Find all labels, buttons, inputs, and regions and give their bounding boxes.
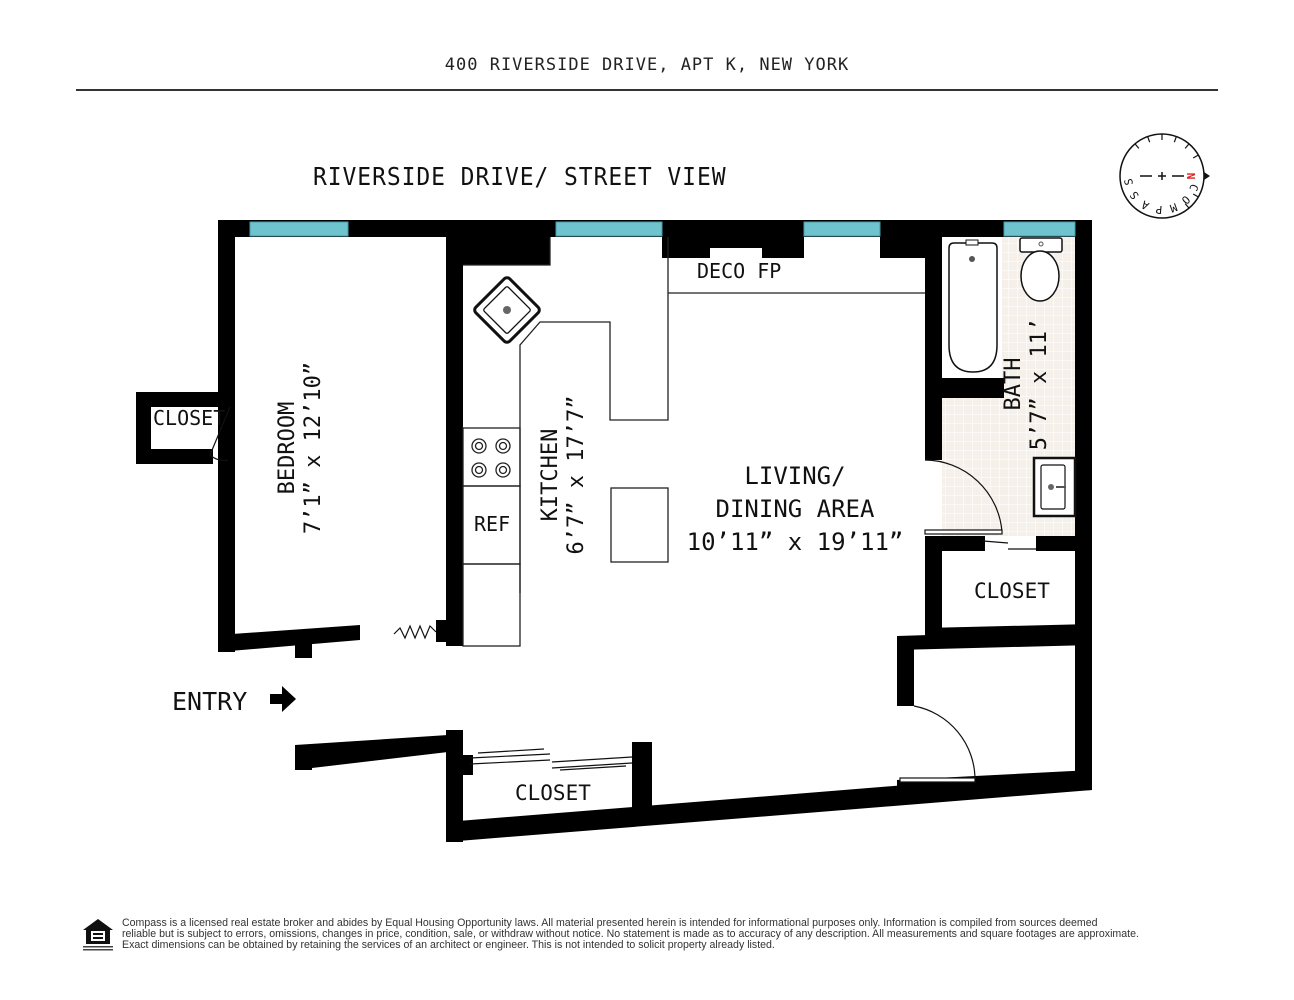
bedroom-closet-label: CLOSET xyxy=(153,406,226,430)
compass-icon: N S S A P M O C xyxy=(1119,133,1210,219)
living-name-line1: LIVING/ xyxy=(744,462,846,490)
bedroom-dims: 7’1” x 12’10” xyxy=(301,361,327,535)
stove-icon xyxy=(471,438,511,478)
disclaimer-line-1: Compass is a licensed real estate broker… xyxy=(122,917,1098,929)
bathtub-icon xyxy=(942,237,1002,378)
equal-housing-logo-icon xyxy=(83,919,113,951)
entry-closet-label: CLOSET xyxy=(515,781,591,805)
svg-text:N: N xyxy=(1184,173,1197,180)
refrigerator-label: REF xyxy=(474,512,511,536)
living-dining-label: LIVING/ DINING AREA 10’11” x 19’11” xyxy=(680,460,910,559)
svg-text:M: M xyxy=(1168,200,1179,215)
bedroom-name: BEDROOM xyxy=(275,401,300,495)
fireplace-label: DECO FP xyxy=(697,259,782,283)
header-divider xyxy=(76,89,1218,91)
svg-text:C: C xyxy=(1186,182,1200,193)
doors xyxy=(209,406,1036,783)
svg-text:S: S xyxy=(1122,177,1136,186)
living-name-line2: DINING AREA xyxy=(715,495,875,523)
kitchen-sink-icon xyxy=(473,276,541,344)
entry-arrow-icon xyxy=(270,686,296,712)
windows xyxy=(249,221,1076,237)
bedroom-label: BEDROOM 7’1” x 12’10” xyxy=(275,348,335,548)
living-dims: 10’11” x 19’11” xyxy=(686,528,904,556)
street-view-label: RIVERSIDE DRIVE/ STREET VIEW xyxy=(313,162,727,191)
bath-dims: 5’7” x 11’ xyxy=(1027,317,1053,451)
bath-sink-icon xyxy=(1032,456,1077,518)
hall-closet-label: CLOSET xyxy=(974,579,1050,603)
kitchen-name: KITCHEN xyxy=(538,428,563,522)
kitchen-label: KITCHEN 6’7” x 17’7” xyxy=(538,375,598,575)
disclaimer-line-2: reliable but is subject to errors, omiss… xyxy=(122,928,1139,940)
entry-label: ENTRY xyxy=(172,687,248,716)
toilet-icon xyxy=(1019,237,1063,302)
disclaimer-line-3: Exact dimensions can be obtained by reta… xyxy=(122,939,775,951)
listing-address: 400 RIVERSIDE DRIVE, APT K, NEW YORK xyxy=(444,55,850,75)
kitchen-counters xyxy=(462,237,925,647)
bath-name: BATH xyxy=(1001,357,1026,411)
svg-text:P: P xyxy=(1155,203,1163,217)
walls xyxy=(136,220,1092,842)
fireplace-recess xyxy=(710,248,762,258)
bath-label: BATH 5’7” x 11’ xyxy=(1001,314,1059,454)
kitchen-dims: 6’7” x 17’7” xyxy=(564,395,590,555)
legal-disclaimer: Compass is a licensed real estate broker… xyxy=(122,918,1232,951)
